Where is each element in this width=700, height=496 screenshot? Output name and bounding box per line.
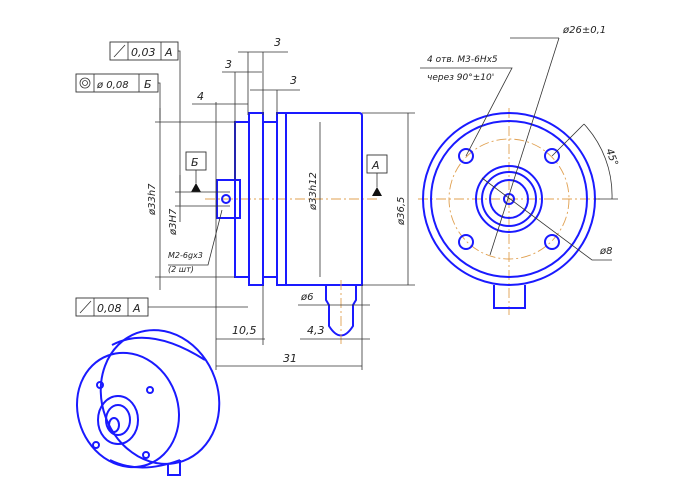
dim-3-mid: 3: [225, 58, 232, 71]
concentricity-frame: ø 0,08 Б: [75, 73, 161, 120]
dim-6: ø6: [300, 292, 313, 303]
dim-8: ø8: [599, 246, 612, 257]
dim-3H7: ø3H7: [168, 208, 179, 236]
dimension-lines: [155, 51, 415, 370]
dim-31: 31: [283, 352, 297, 365]
front-view: [418, 37, 618, 315]
dim-10-5: 10,5: [232, 324, 257, 337]
dim-3-right: 3: [290, 74, 297, 87]
dim-26: ø26±0,1: [562, 25, 606, 36]
concentricity-icon: [79, 77, 91, 89]
side-view: [205, 112, 380, 345]
svg-text:Б: Б: [144, 78, 152, 91]
dim-4: 4: [197, 90, 204, 103]
dim-3-top: 3: [274, 36, 281, 49]
runout-frame-bottom: 0,08 А: [75, 297, 248, 317]
holes-angle-note: через 90°±10': [427, 73, 494, 83]
svg-text:0,08: 0,08: [97, 302, 122, 315]
runout-value: 0,03: [131, 46, 156, 59]
dim-33h12: ø33h12: [308, 172, 319, 211]
datum-a: А: [366, 154, 388, 196]
svg-text:А: А: [371, 159, 380, 172]
svg-text:А: А: [132, 302, 141, 315]
isometric-view: [75, 329, 221, 476]
thread-note: M2-6gx3: [168, 251, 203, 260]
svg-text:ø 0,08: ø 0,08: [96, 80, 129, 91]
datum-b: Б: [185, 151, 207, 192]
holes-note: 4 отв. M3-6Hx5: [427, 55, 498, 65]
dim-4-3: 4,3: [307, 324, 325, 337]
dim-angle: 45°: [603, 147, 619, 167]
thread-count: (2 шт): [168, 265, 194, 274]
runout-frame-top: 0,03 А: [109, 41, 181, 205]
dim-33h7: ø33h7: [147, 183, 158, 216]
runout-datum: А: [164, 46, 173, 59]
runout-arrow-icon: [113, 44, 126, 58]
dim-36-5: ø36,5: [396, 197, 407, 226]
svg-text:Б: Б: [191, 156, 199, 169]
